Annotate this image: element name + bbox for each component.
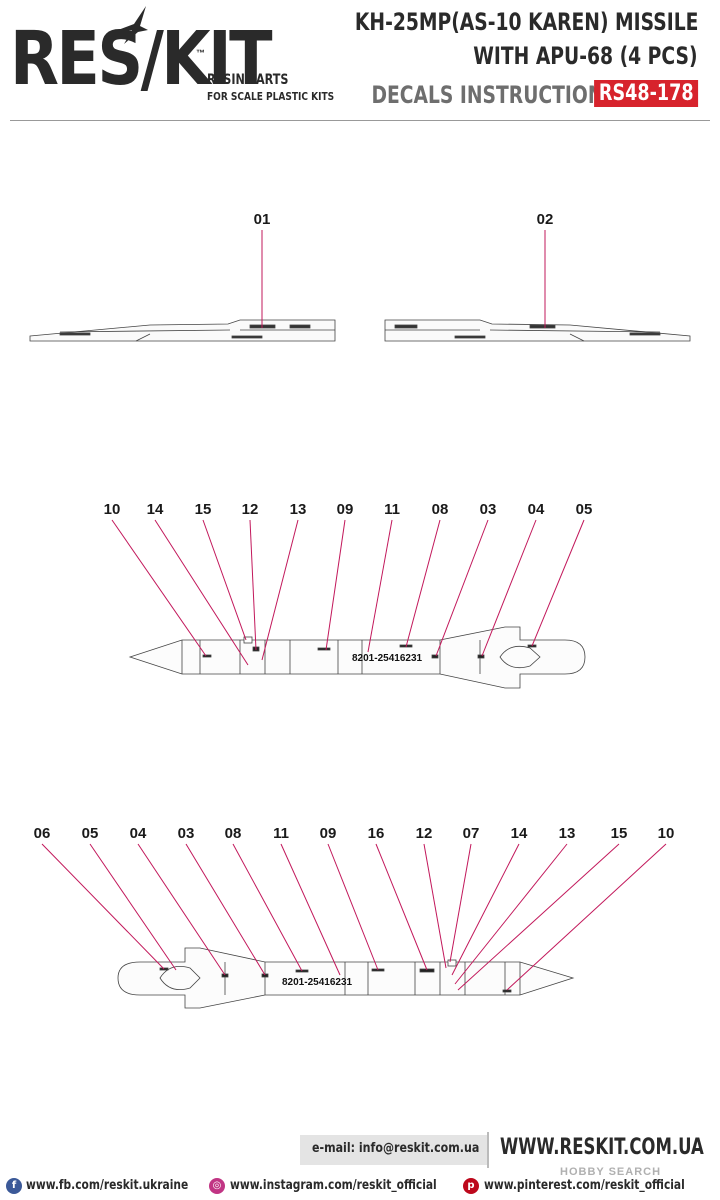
callout-leader-15 <box>457 843 620 991</box>
callout-leader-10 <box>111 519 207 657</box>
callout-leader-12 <box>249 519 257 651</box>
reskit-logo: RES/KIT <box>10 16 272 102</box>
callout-leader-10 <box>506 843 667 991</box>
callout-leader-08 <box>405 519 441 648</box>
callout-label-16: 16 <box>368 825 385 842</box>
rail-right <box>384 319 691 342</box>
callout-leader-15 <box>202 519 247 641</box>
hobby-search-watermark: HOBBY SEARCH <box>560 1166 662 1178</box>
callout-leader-08 <box>232 843 303 972</box>
callout-label-01: 01 <box>254 211 271 228</box>
callout-leader-03 <box>435 519 489 657</box>
pinterest-link[interactable]: www.pinterest.com/reskit_official <box>484 1178 685 1193</box>
callout-label-04: 04 <box>130 825 147 842</box>
product-code-badge: RS48-178 <box>593 80 698 107</box>
callout-leader-06 <box>41 843 165 970</box>
missile-bottom <box>117 947 575 1009</box>
callout-leader-04 <box>137 843 226 976</box>
callout-label-13: 13 <box>290 501 307 518</box>
callout-label-08: 08 <box>432 501 449 518</box>
callout-leader-07 <box>449 843 472 963</box>
website-link[interactable]: WWW.RESKIT.COM.UA <box>500 1135 704 1160</box>
callout-leader-12 <box>423 843 447 969</box>
title-line-1: KH-25MP(AS-10 KAREN) MISSILE <box>354 8 698 36</box>
callout-label-10: 10 <box>104 501 121 518</box>
callouts-missile-bottom: 06 05 04 03 08 11 09 16 12 07 14 13 15 10 <box>34 825 675 991</box>
callout-leader-11 <box>280 843 341 976</box>
callout-leader-03 <box>185 843 266 976</box>
callouts-missile-top: 10 14 15 12 13 09 11 08 03 04 05 <box>104 501 593 666</box>
callout-label-14: 14 <box>147 501 164 518</box>
callout-label-11: 11 <box>273 825 289 842</box>
callout-label-05: 05 <box>576 501 593 518</box>
callout-label-07: 07 <box>463 825 480 842</box>
website-box <box>487 1132 702 1168</box>
callout-label-03: 03 <box>480 501 497 518</box>
callout-leader-13 <box>454 843 568 985</box>
callout-label-15: 15 <box>611 825 628 842</box>
facebook-link[interactable]: www.fb.com/reskit.ukraine <box>26 1178 189 1193</box>
callout-leader-04 <box>481 519 537 657</box>
tagline-resin-parts: RESIN PARTS <box>207 72 289 88</box>
trademark-mark: ™ <box>196 48 205 58</box>
callout-label-12: 12 <box>416 825 433 842</box>
callout-label-02: 02 <box>537 211 554 228</box>
callout-label-11: 11 <box>384 501 400 518</box>
callout-label-04: 04 <box>528 501 545 518</box>
serial-number-bottom: 8201-25416231 <box>282 977 353 988</box>
pinterest-icon: p <box>463 1178 479 1194</box>
callout-leader-05 <box>531 519 585 647</box>
title-line-2: WITH APU-68 (4 PCS) <box>473 42 698 70</box>
callout-label-09: 09 <box>320 825 337 842</box>
callout-label-10: 10 <box>658 825 675 842</box>
callout-leader-11 <box>367 519 393 653</box>
rail-left <box>29 319 336 342</box>
callout-leader-14 <box>451 843 520 976</box>
callout-leader-14 <box>154 519 249 666</box>
callout-label-09: 09 <box>337 501 354 518</box>
jet-logo-icon <box>118 6 148 44</box>
facebook-icon: f <box>6 1178 22 1194</box>
decals-instruction-label: DECALS INSTRUCTION <box>370 81 603 109</box>
instagram-link[interactable]: www.instagram.com/reskit_official <box>230 1178 437 1193</box>
callout-label-12: 12 <box>242 501 259 518</box>
callout-leader-13 <box>261 519 299 661</box>
header-divider <box>10 120 710 121</box>
callout-label-08: 08 <box>225 825 242 842</box>
instagram-icon: ◎ <box>209 1178 225 1194</box>
callout-label-15: 15 <box>195 501 212 518</box>
callout-label-03: 03 <box>178 825 195 842</box>
callout-leader-05 <box>89 843 177 971</box>
callout-label-05: 05 <box>82 825 99 842</box>
tagline-scale-kits: FOR SCALE PLASTIC KITS <box>207 90 335 103</box>
callout-label-13: 13 <box>559 825 576 842</box>
callouts-rails: 01 02 <box>254 211 554 328</box>
callout-leader-16 <box>375 843 428 971</box>
serial-number-top: 8201-25416231 <box>352 653 423 664</box>
email-link[interactable]: e-mail: info@reskit.com.ua <box>312 1141 480 1156</box>
callout-leader-09 <box>327 843 379 971</box>
callout-label-06: 06 <box>34 825 51 842</box>
callout-label-14: 14 <box>511 825 528 842</box>
callout-leader-09 <box>325 519 346 651</box>
